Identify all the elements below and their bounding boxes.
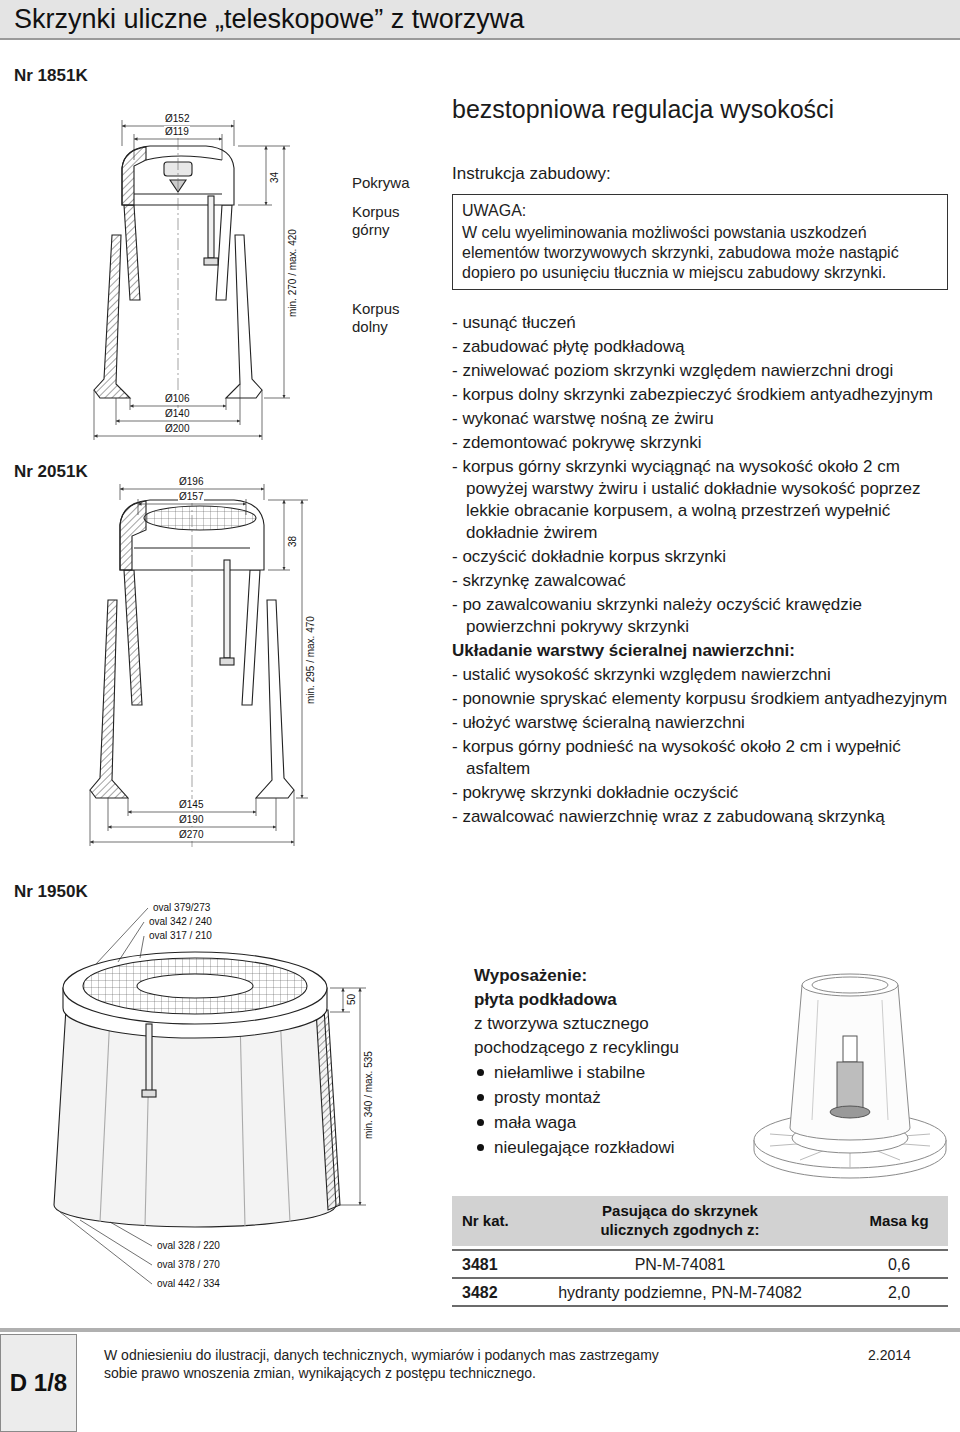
feature-text: niełamliwe i stabilne — [494, 1063, 645, 1082]
dimension: Ø106 — [164, 393, 190, 405]
table-header: Masa kg — [850, 1211, 948, 1230]
instruction-step: - korpus dolny skrzynki zabezpieczyć śro… — [452, 384, 948, 406]
instruction-step: - ustalić wysokość skrzynki względem naw… — [452, 664, 948, 686]
instruction-step: - wykonać warstwę nośną ze żwiru — [452, 408, 948, 430]
bullet-dot — [477, 1094, 484, 1101]
feature-text: prosty montaż — [494, 1088, 601, 1107]
table-cell: 2,0 — [850, 1283, 948, 1303]
instruction-step: - oczyścić dokładnie korpus skrzynki — [452, 546, 948, 568]
table-cell: 3482 — [462, 1283, 498, 1303]
bullet-item: niełamliwe i stabilne — [474, 1060, 736, 1085]
dimension: oval 317 / 210 — [148, 930, 213, 942]
dimension: oval 328 / 220 — [156, 1240, 221, 1252]
bullet-item: prosty montaż — [474, 1085, 736, 1110]
part-name: Pokrywa — [352, 174, 410, 192]
base-plate-illustration — [754, 974, 946, 1178]
instruction-step: - skrzynkę zawalcować — [452, 570, 948, 592]
table-cell: PN-M-74081 — [520, 1255, 840, 1275]
box-1851k-drawing — [94, 138, 262, 408]
box-text: D 1/8 — [10, 1369, 67, 1397]
footer-rule — [0, 1328, 960, 1332]
page-number-box: D 1/8 — [0, 1334, 77, 1432]
product-number: Nr 1950K — [14, 882, 88, 902]
dimension: 38 — [287, 535, 299, 548]
bullet-item: mała waga — [474, 1110, 736, 1135]
feature-text: nieulegające rozkładowi — [494, 1138, 675, 1157]
box-text: W celu wyeliminowania możliwości powstan… — [462, 223, 938, 283]
dimension: min. 270 / max. 420 — [287, 228, 299, 318]
table-cell: hydranty podziemne, PN-M-74082 — [520, 1283, 840, 1303]
bullet-dot — [477, 1119, 484, 1126]
header-band — [0, 0, 960, 38]
instruction-step: - zawalcować nawierzchnię wraz z zabudow… — [452, 806, 948, 828]
dimension: 34 — [269, 171, 281, 184]
instruction-step: - ponownie spryskać elementy korpusu śro… — [452, 688, 948, 710]
part-name: Korpus górny — [352, 203, 416, 239]
dimension: oval 379/273 — [152, 902, 211, 914]
product-description: z tworzywa sztucznego pochodzącego z rec… — [474, 1012, 736, 1060]
instruction-step: - usunąć tłuczeń — [452, 312, 948, 334]
box-1950k-drawing — [54, 952, 340, 1227]
product-number: Nr 2051K — [14, 462, 88, 482]
feature-text: mała waga — [494, 1113, 576, 1132]
dimension: oval 342 / 240 — [148, 916, 213, 928]
dimension: min. 340 / max. 535 — [363, 1050, 375, 1140]
dimension: Ø119 — [164, 126, 190, 138]
instruction-step: - po zawalcowaniu skrzynki należy oczyśc… — [452, 594, 948, 638]
dimension: Ø145 — [178, 799, 204, 811]
box-2051k-drawing — [90, 495, 294, 850]
section-heading: Wyposażenie: — [474, 964, 736, 988]
section-heading: Układanie warstwy ścieralnej nawierzchni… — [452, 640, 948, 662]
instruction-step: - korpus górny skrzynki wyciągnąć na wys… — [452, 456, 948, 544]
table-cell: 3481 — [462, 1255, 498, 1275]
footer-date: 2.2014 — [868, 1346, 911, 1364]
instruction-step: - zabudować płytę podkładową — [452, 336, 948, 358]
equipment-block: Wyposażenie:płyta podkładowaz tworzywa s… — [474, 964, 736, 1160]
table-header: Nr kat. — [462, 1211, 509, 1230]
section-heading: Instrukcja zabudowy: — [452, 164, 611, 184]
note-box: UWAGA:W celu wyeliminowania możliwości p… — [452, 194, 948, 290]
dimension: Ø190 — [178, 814, 204, 826]
dimension: oval 442 / 334 — [156, 1278, 221, 1290]
header-rule — [0, 38, 960, 40]
instruction-list: - usunąć tłuczeń- zabudować płytę podkła… — [452, 312, 948, 830]
bullet-item: nieulegające rozkładowi — [474, 1135, 736, 1160]
bullet-dot — [477, 1144, 484, 1151]
instruction-step: - korpus górny podnieść na wysokość okoł… — [452, 736, 948, 780]
instruction-step: - pokrywę skrzynki dokładnie oczyścić — [452, 782, 948, 804]
dimension: Ø140 — [164, 408, 190, 420]
dimension-lines — [60, 120, 366, 1284]
subtitle: bezstopniowa regulacja wysokości — [452, 94, 834, 124]
dimension: Ø152 — [164, 113, 190, 125]
table-cell: 0,6 — [850, 1255, 948, 1275]
dimension: Ø157 — [178, 491, 204, 503]
instruction-step: - zdemontować pokrywę skrzynki — [452, 432, 948, 454]
dimension: oval 378 / 270 — [156, 1259, 221, 1271]
instruction-step: - ułożyć warstwę ścieralną nawierzchni — [452, 712, 948, 734]
page-title: Skrzynki uliczne „teleskopowe” z tworzyw… — [14, 4, 524, 34]
bullet-dot — [477, 1069, 484, 1076]
dimension: 50 — [346, 993, 358, 1006]
part-name: Korpus dolny — [352, 300, 416, 336]
product-table — [452, 1196, 948, 1306]
product-number: Nr 1851K — [14, 66, 88, 86]
box-text: UWAGA: — [462, 201, 938, 221]
dimension: Ø200 — [164, 423, 190, 435]
dimension: min. 295 / max. 470 — [305, 615, 317, 705]
instruction-step: - zniwelować poziom skrzynki względem na… — [452, 360, 948, 382]
dimension: Ø196 — [178, 476, 204, 488]
product-name: płyta podkładowa — [474, 988, 736, 1012]
footer-note: W odniesieniu do ilustracji, danych tech… — [104, 1346, 684, 1382]
dimension: Ø270 — [178, 829, 204, 841]
table-header: Pasująca do skrzynek ulicznych zgodnych … — [580, 1201, 780, 1239]
